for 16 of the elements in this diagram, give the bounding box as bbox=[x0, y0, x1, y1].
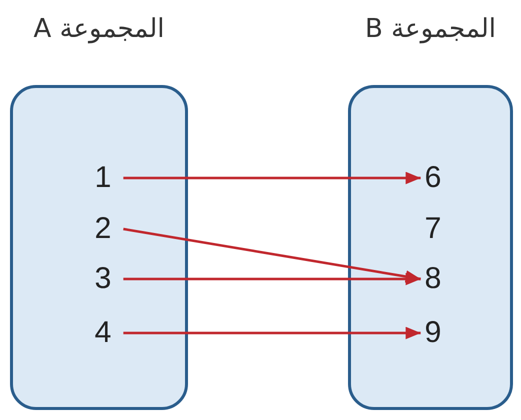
number: 4 bbox=[94, 317, 112, 349]
set-heading: المجموعة B bbox=[365, 14, 496, 44]
set-box bbox=[348, 85, 513, 410]
number: 9 bbox=[424, 317, 442, 349]
arrow bbox=[123, 228, 421, 283]
number: 3 bbox=[94, 263, 112, 295]
number: 2 bbox=[94, 213, 112, 245]
number: 1 bbox=[94, 162, 112, 194]
arrow bbox=[123, 326, 421, 340]
arrow bbox=[123, 172, 421, 184]
set-heading: المجموعة A bbox=[34, 14, 164, 44]
arrow bbox=[123, 272, 421, 286]
number: 7 bbox=[424, 213, 442, 245]
number: 6 bbox=[424, 162, 442, 194]
set-box bbox=[10, 85, 188, 410]
number: 8 bbox=[424, 263, 442, 295]
